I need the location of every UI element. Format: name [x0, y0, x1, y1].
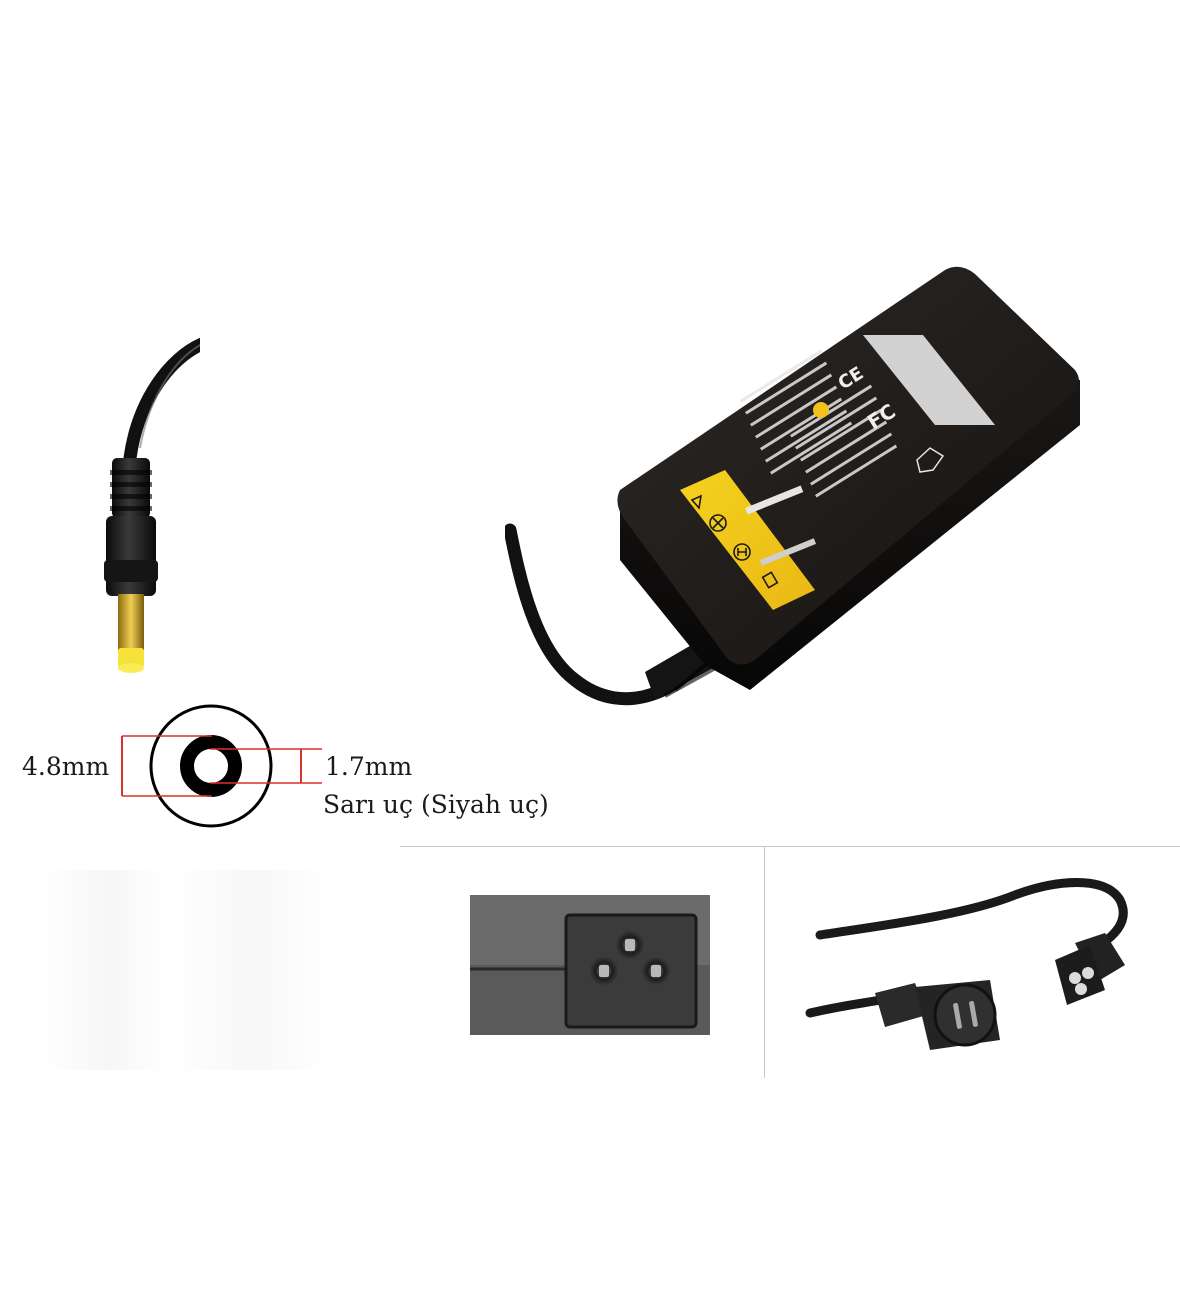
ac-input-socket-image	[470, 895, 710, 1035]
recycle-bin-icon	[761, 571, 779, 589]
top-divider	[400, 846, 1180, 847]
power-adapter-image: CE FC	[505, 266, 1080, 706]
plug-strain-relief	[110, 458, 152, 518]
c5-connector	[1055, 933, 1125, 1005]
tip-note-label: Sarı uç (Siyah uç)	[323, 790, 549, 819]
vertical-divider	[764, 846, 765, 1078]
connector-diameter-diagram	[121, 704, 322, 828]
dc-plug-image	[104, 337, 200, 673]
inner-diameter-label: 1.7mm	[325, 752, 413, 781]
outer-diameter-label: 4.8mm	[22, 752, 110, 781]
ac-power-cord-image	[805, 878, 1128, 1050]
schuko-plug	[875, 980, 1000, 1050]
no-open-icon	[733, 543, 751, 561]
label-symbols	[690, 494, 779, 589]
no-disassemble-icon	[709, 514, 727, 532]
faint-panel	[40, 870, 400, 1070]
indoor-use-icon	[916, 447, 945, 473]
warning-icon	[813, 402, 829, 418]
